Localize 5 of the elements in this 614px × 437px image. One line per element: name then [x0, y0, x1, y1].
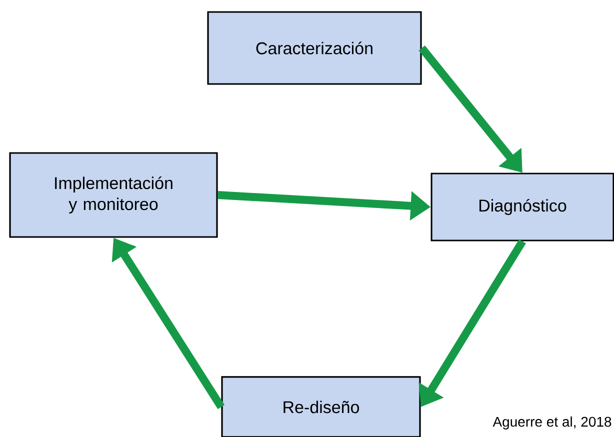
process-box: Diagnóstico [430, 172, 614, 242]
process-box: Implementación y monitoreo [9, 152, 218, 238]
process-box: Re-diseño [221, 376, 421, 437]
process-box: Caracterización [207, 11, 422, 85]
citation-note: Aguerre et al, 2018 [492, 416, 612, 430]
